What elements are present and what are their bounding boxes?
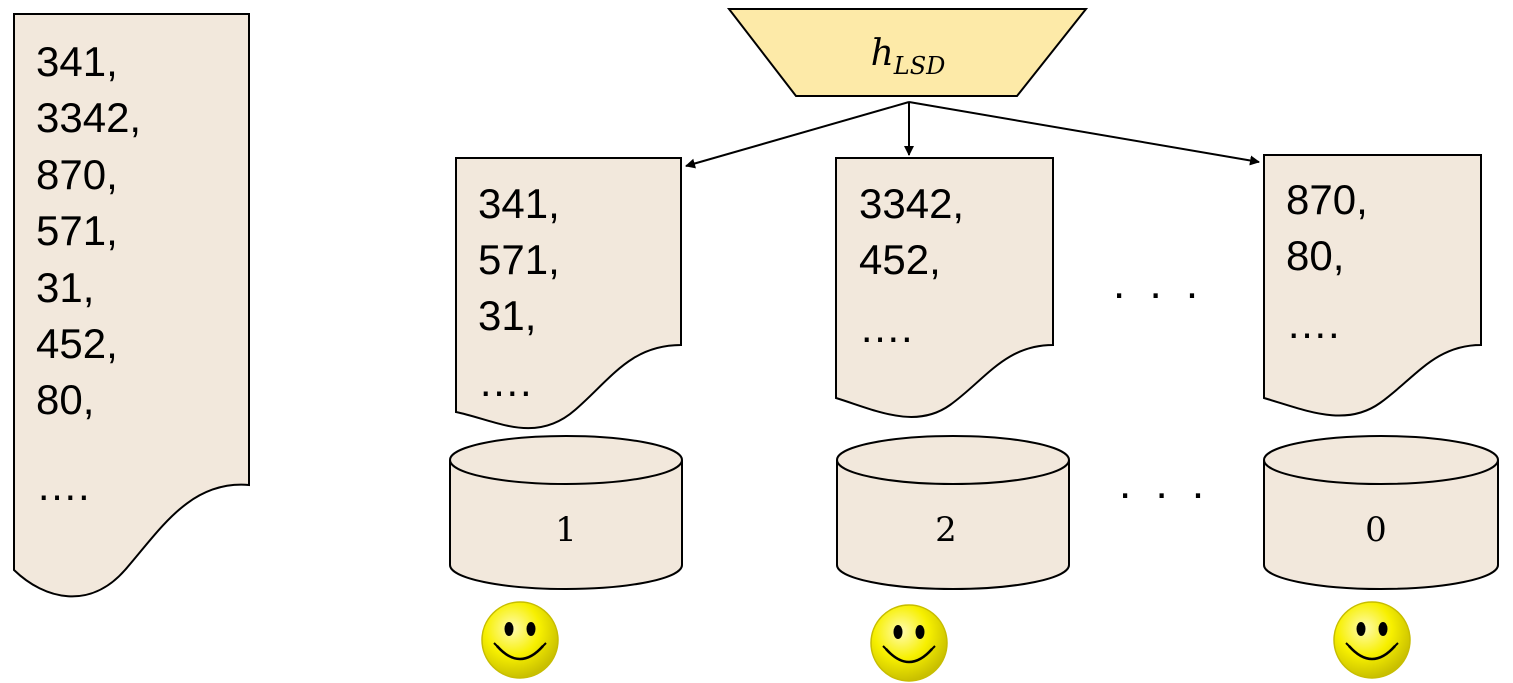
disk-3: 0 <box>1263 435 1499 590</box>
input-line-6: 452, <box>36 320 118 367</box>
input-file: 341, 3342, 870, 571, 31, 452, 80, …. <box>13 13 250 598</box>
hash-function: hLSD <box>726 8 1089 97</box>
bucket-2-line-2: 452, <box>859 236 941 283</box>
disk-1-label: 1 <box>555 510 577 550</box>
bucket-file-2: 3342, 452, …. <box>835 157 1054 418</box>
bucket-3-line-3: …. <box>1286 300 1340 347</box>
ellipsis-files: . . . <box>1113 259 1204 308</box>
bucket-1-line-1: 341, <box>478 180 560 227</box>
input-line-3: 870, <box>36 151 118 198</box>
bucket-1-line-4: …. <box>478 358 532 405</box>
hash-arrows <box>685 101 1260 169</box>
hash-label: hLSD <box>871 33 946 80</box>
bucket-2-line-3: …. <box>859 304 913 351</box>
disk-2-label: 2 <box>935 510 957 550</box>
smiley-icon <box>870 604 948 682</box>
input-line-4: 571, <box>36 207 118 254</box>
bucket-file-3: 870, 80, …. <box>1263 154 1482 417</box>
disk-3-label: 0 <box>1365 510 1387 550</box>
arrow-to-bucket-1 <box>685 101 910 169</box>
input-line-1: 341, <box>36 38 118 85</box>
bucket-2-line-1: 3342, <box>859 180 964 227</box>
disk-1: 1 <box>449 435 683 590</box>
smiley-icon <box>481 601 559 679</box>
input-line-5: 31, <box>36 264 94 311</box>
arrow-to-bucket-3 <box>908 101 1260 166</box>
bucket-3-line-2: 80, <box>1286 232 1344 279</box>
bucket-1-line-3: 31, <box>478 292 536 339</box>
smiley-icon <box>1333 601 1411 679</box>
disk-2: 2 <box>836 435 1070 590</box>
bucket-3-line-1: 870, <box>1286 176 1368 223</box>
ellipsis-disks: . . . <box>1119 459 1210 508</box>
bucket-file-1: 341, 571, 31, …. <box>455 157 682 430</box>
bucket-1-line-2: 571, <box>478 236 560 283</box>
input-line-8: …. <box>36 462 90 509</box>
input-line-2: 3342, <box>36 94 141 141</box>
input-line-7: 80, <box>36 376 94 423</box>
